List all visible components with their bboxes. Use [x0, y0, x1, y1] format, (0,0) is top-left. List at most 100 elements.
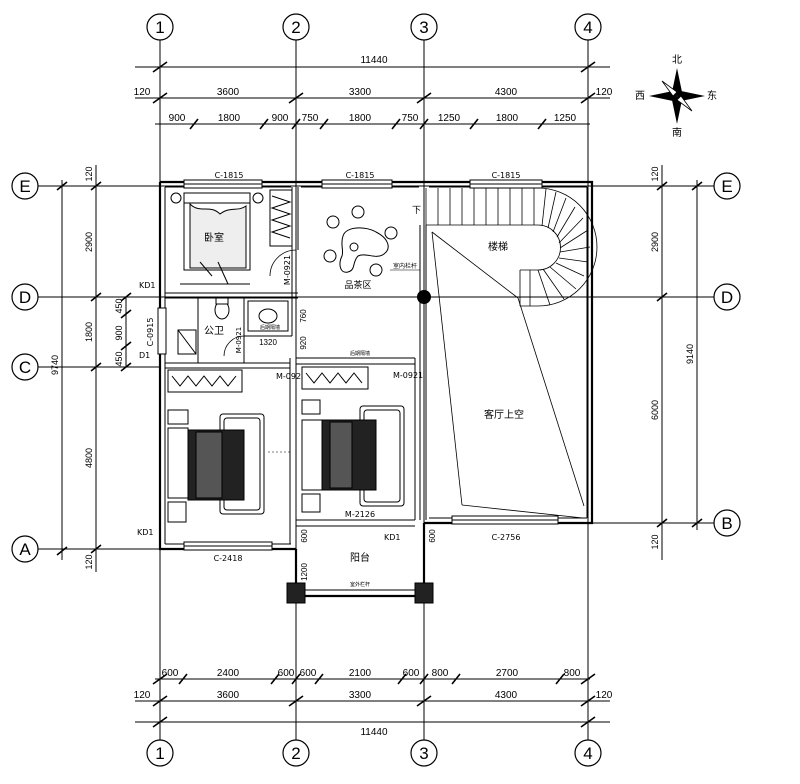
tea-table-set: [323, 205, 398, 277]
axis-label-left-a: A: [19, 540, 31, 559]
axis-label-bottom-1: 1: [155, 744, 164, 763]
dim-top-sub-3: 900: [272, 113, 289, 124]
dim-right-total: 9140: [685, 344, 695, 364]
dim-bottom-sub-2: 2400: [217, 668, 240, 679]
door-label-m2126: M-2126: [345, 510, 375, 519]
dim-bottom-edge-right: 120: [596, 690, 613, 701]
dim-bottom-bay-3: 4300: [495, 690, 518, 701]
fixture-note-2: 后期隔墙: [350, 350, 370, 357]
door-label-bedroom-mid: M-0921: [393, 371, 423, 380]
dim-top-bay-2: 3300: [349, 87, 372, 98]
dim-bottom-edge-left: 120: [134, 690, 151, 701]
wardrobe-top: [269, 189, 293, 247]
dim-bottom-sub-8: 2700: [496, 668, 519, 679]
compass-icon: [649, 68, 705, 124]
dim-top-total: 11440: [360, 55, 388, 66]
window-label-4: C-2418: [214, 554, 243, 563]
dim-760: 760: [299, 309, 308, 323]
dim-1200: 1200: [300, 563, 309, 581]
axis-label-top-4: 4: [583, 18, 592, 37]
dim-top-sub-5: 1800: [349, 113, 372, 124]
column-marker: [417, 290, 431, 304]
window-label-3: C-1815: [492, 171, 521, 180]
dim-left-seg-2: 2900: [84, 232, 94, 252]
dim-right-seg-4: 120: [650, 534, 660, 549]
axis-label-right-e: E: [721, 177, 732, 196]
dim-top-edge-right: 120: [596, 87, 613, 98]
bedroom-left-furniture: [167, 369, 265, 523]
window-label-6: C-0915: [146, 318, 155, 347]
door-label-bathroom: M-0921: [235, 327, 243, 353]
dim-top-bay-3: 4300: [495, 87, 518, 98]
dim-top-edge-left: 120: [134, 87, 151, 98]
door-label-kd1-bottom: KD1: [137, 528, 154, 537]
dim-920: 920: [299, 336, 308, 350]
dim-left-sub-3: 450: [114, 351, 124, 366]
axis-label-left-d: D: [19, 288, 31, 307]
room-tea-area: 品茶区: [344, 279, 371, 291]
stairs: [425, 187, 598, 519]
dim-left-seg-5: 120: [84, 554, 94, 569]
compass-north: 北: [672, 54, 682, 66]
axis-label-left-c: C: [19, 358, 31, 377]
dim-bottom-sub-5: 2100: [349, 668, 372, 679]
window-label-1: C-1815: [215, 171, 244, 180]
window-label-5: C-2756: [492, 533, 521, 542]
dim-top-sub-7: 1250: [438, 113, 461, 124]
dim-bottom-bay-2: 3300: [349, 690, 372, 701]
compass-south: 南: [672, 126, 682, 139]
bathroom-fixtures: [177, 297, 289, 355]
dim-left-seg-1: 120: [84, 166, 94, 181]
dim-right-seg-2: 2900: [650, 232, 660, 252]
room-bathroom: 公卫: [204, 326, 224, 337]
window-label-2: C-1815: [346, 171, 375, 180]
dim-top-sub-1: 900: [169, 113, 186, 124]
door-label-bedroom-left: M-0921: [276, 372, 306, 381]
railing-note-indoor: 室内栏杆: [393, 262, 417, 270]
dim-bottom-bay-1: 3600: [217, 690, 240, 701]
dim-top-sub-8: 1800: [496, 113, 519, 124]
dim-bottom-sub-7: 800: [432, 668, 449, 679]
dim-top-sub-6: 750: [402, 113, 419, 124]
dim-top-bay-1: 3600: [217, 87, 240, 98]
axis-label-bottom-2: 2: [291, 744, 300, 763]
dim-top-sub-9: 1250: [554, 113, 577, 124]
door-label-kd1-top: KD1: [139, 281, 156, 290]
axis-label-top-2: 2: [291, 18, 300, 37]
room-living-void: 客厅上空: [484, 408, 524, 421]
compass-west: 西: [635, 91, 645, 102]
dim-left-sub-2: 900: [114, 325, 124, 340]
axis-label-right-b: B: [721, 514, 732, 533]
dim-right-seg-3: 6000: [650, 400, 660, 420]
axis-label-left-e: E: [19, 177, 30, 196]
axis-label-bottom-3: 3: [419, 744, 428, 763]
dim-bottom-sub-3: 600: [278, 668, 295, 679]
dim-bottom-sub-4: 600: [300, 668, 317, 679]
dim-600-right: 600: [428, 529, 437, 543]
dim-600-left: 600: [300, 529, 309, 543]
room-balcony: 阳台: [350, 551, 370, 564]
dim-right-seg-1: 120: [650, 166, 660, 181]
bedroom-mid-furniture: [301, 366, 405, 513]
railing-note-outdoor: 室外栏杆: [350, 581, 370, 588]
axis-label-top-3: 3: [419, 18, 428, 37]
dim-1320: 1320: [259, 338, 277, 347]
dim-bottom-sub-6: 600: [403, 668, 420, 679]
balcony-columns: [286, 582, 434, 604]
dim-left-total: 9740: [50, 355, 60, 375]
axis-label-bottom-4: 4: [583, 744, 592, 763]
bedroom-top-bed: [170, 192, 264, 285]
door-label-kd1-balcony: KD1: [384, 533, 401, 542]
door-label-1: M-0921: [283, 255, 292, 285]
room-stairs: 楼梯: [488, 240, 508, 253]
dim-left-sub-1: 450: [114, 298, 124, 313]
axis-label-top-1: 1: [155, 18, 164, 37]
dim-bottom-total: 11440: [360, 727, 388, 738]
dim-left-seg-3: 1800: [84, 322, 94, 342]
dim-top-sub-4: 750: [302, 113, 319, 124]
dim-top-sub-2: 1800: [218, 113, 241, 124]
room-bedroom: 卧室: [204, 231, 224, 244]
compass-east: 东: [707, 89, 717, 102]
stairs-down-label: 下: [412, 206, 421, 216]
